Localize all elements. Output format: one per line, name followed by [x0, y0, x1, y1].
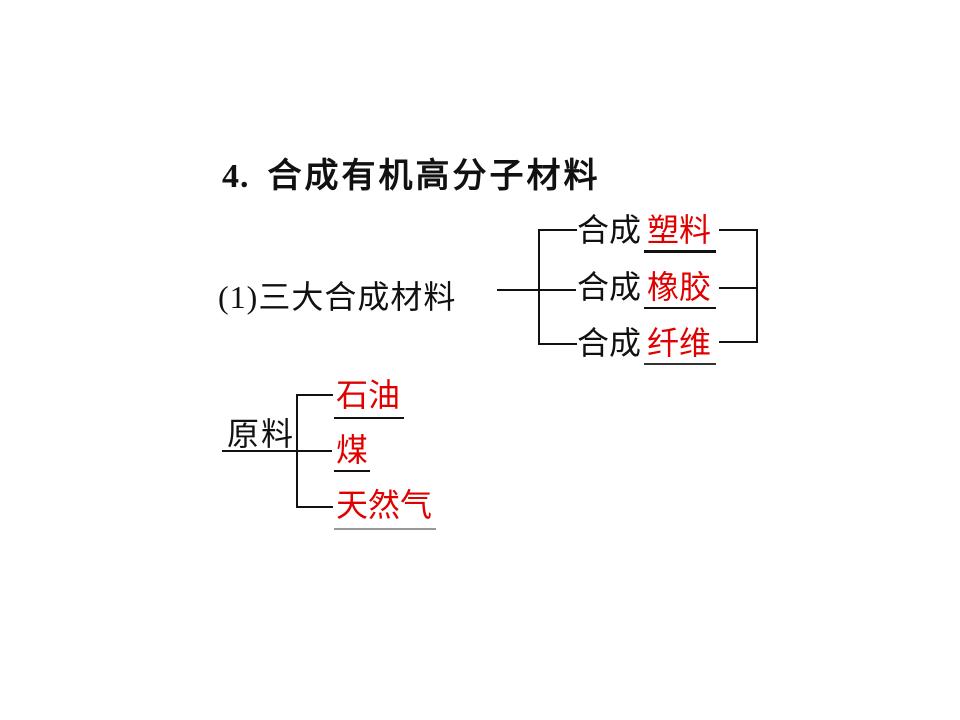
branch-item-fiber: 合成纤维 — [577, 325, 717, 365]
branch-prefix: 合成 — [577, 212, 642, 248]
raw-item-petroleum: 石油 — [334, 378, 405, 419]
right-bracket-vertical — [756, 229, 758, 343]
answer-blank-plastic: 塑料 — [644, 212, 717, 253]
answer-blank-petroleum: 石油 — [334, 378, 405, 419]
answer-blank-fiber: 纤维 — [644, 325, 717, 365]
title-number: 4. — [222, 158, 250, 195]
left-bracket-top-tick — [538, 229, 577, 231]
synthetic-materials-label: (1)三大合成材料 — [218, 279, 457, 315]
right-bracket-top-tick — [719, 229, 758, 231]
right-bracket-middle-tick — [719, 287, 758, 289]
page-title: 4. 合成有机高分子材料 — [222, 148, 601, 197]
branch-item-rubber: 合成橡胶 — [577, 269, 717, 309]
branch-item-plastic: 合成塑料 — [577, 212, 717, 253]
raw-materials-label: 原料 — [227, 416, 296, 452]
branch-prefix: 合成 — [577, 325, 642, 361]
label-connector-line — [497, 289, 576, 291]
raw-bracket-top-tick — [296, 394, 333, 396]
answer-blank-coal: 煤 — [334, 433, 371, 472]
left-bracket-bottom-tick — [538, 343, 577, 345]
answer-blank-natural-gas: 天然气 — [334, 488, 437, 530]
raw-bracket-vertical — [296, 394, 298, 508]
right-bracket-bottom-tick — [719, 341, 758, 343]
raw-bracket-bottom-tick — [296, 506, 333, 508]
left-bracket-vertical — [538, 229, 540, 345]
branch-prefix: 合成 — [577, 269, 642, 305]
answer-blank-rubber: 橡胶 — [644, 269, 717, 309]
raw-item-coal: 煤 — [334, 433, 371, 472]
raw-item-natural-gas: 天然气 — [334, 488, 437, 530]
title-text: 合成有机高分子材料 — [267, 156, 601, 196]
raw-label-connector-line — [222, 450, 332, 452]
